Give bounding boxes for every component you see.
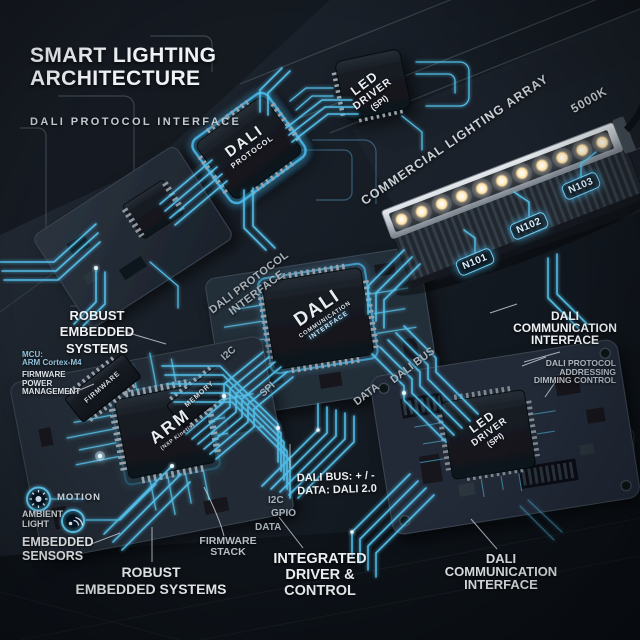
sensor-icons [26, 486, 85, 533]
page-title: SMART LIGHTING ARCHITECTURE [30, 43, 217, 90]
dali-bus-spec-label: DALI BUS: + / - DATA: DALI 2.0 [296, 469, 378, 498]
led-driver-top-chip [331, 49, 411, 123]
motion-label: MOTION [57, 492, 101, 503]
io-label-gpio: GPIO [271, 508, 297, 519]
dali-comm-chip [223, 262, 417, 375]
motion-sensor [61, 509, 85, 533]
leader-lines [69, 303, 561, 562]
integrated-driver-label: INTEGRATED DRIVER & CONTROL [273, 551, 367, 600]
embedded-sensors-label: EMBEDDED SENSORS [22, 535, 94, 563]
aux-chip [223, 403, 259, 436]
trace-glints [94, 266, 406, 534]
led-row [391, 132, 613, 230]
io-label-data: DATA [255, 522, 282, 533]
dali-protocol-chip [191, 91, 307, 205]
ambient-light-label: AMBIENT LIGHT [22, 509, 63, 529]
dali-comm-bottom-label: DALI COMMUNICATION INTERFACE [444, 551, 558, 592]
motion-icon [68, 516, 84, 526]
hub-chip [122, 180, 184, 239]
page-title-block: SMART LIGHTING ARCHITECTURE DALI PROTOCO… [30, 26, 241, 148]
mcu-label: MCU: ARM Cortex-M4 [22, 350, 82, 368]
dali-comm-right-label: DALI COMMUNICATION INTERFACE [513, 309, 617, 347]
robust-embedded-left-label: ROBUST EMBEDDED SYSTEMS [59, 308, 135, 356]
ambient-light-sensor [26, 486, 51, 512]
page-subtitle: DALI PROTOCOL INTERFACE [30, 116, 242, 129]
robust-embedded-bottom-label: ROBUST EMBEDDED SYSTEMS [75, 564, 227, 597]
firmware-stack-label: FIRMWARE STACK [199, 535, 257, 558]
sensor-hub-board [34, 147, 232, 327]
firmware-power-label: FIRMWARE POWER MANAGEMENT [22, 370, 81, 397]
sun-icon [29, 490, 48, 508]
power-cable [623, 70, 640, 133]
dali-addressing-label: DALI PROTOCOL ADDRESSING DIMMING CONTROL [533, 358, 616, 385]
led-driver-right-chip [414, 385, 556, 498]
io-label-i2c: I2C [268, 495, 284, 506]
